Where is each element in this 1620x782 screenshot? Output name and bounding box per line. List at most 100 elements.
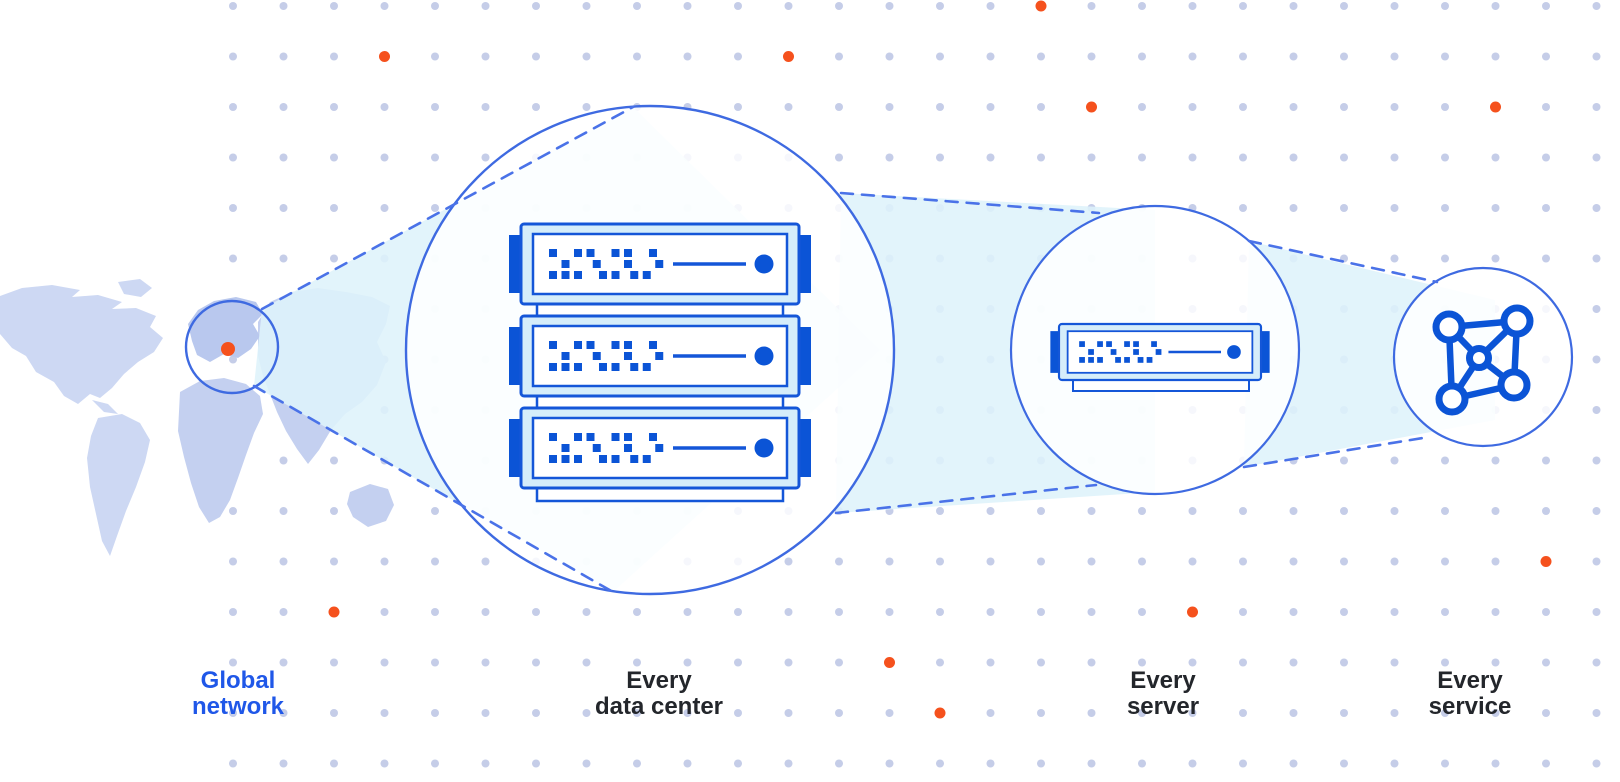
grid-dot (986, 153, 995, 162)
grid-dot (1087, 709, 1096, 717)
grid-dot (734, 52, 742, 61)
dashed-line-bottom-1 (252, 384, 615, 594)
grid-dot (1491, 254, 1500, 263)
graph-node-bottom-left (1435, 382, 1469, 416)
grid-dot (229, 52, 237, 61)
grid-dot (431, 204, 439, 212)
vent-square (611, 271, 620, 279)
grid-dot (1087, 52, 1096, 61)
grid-dot (380, 103, 389, 111)
grid-dot (1542, 204, 1550, 212)
vent-square (599, 455, 607, 463)
grid-dot (986, 2, 995, 10)
graph-node-bottom-right (1497, 368, 1531, 402)
grid-dot (431, 2, 439, 10)
accent-dot (379, 51, 390, 62)
grid-dot (784, 709, 793, 717)
dashed-line-top-2 (839, 191, 1101, 215)
continent-africa (178, 378, 263, 523)
grid-dot (835, 557, 843, 566)
grid-dot (1542, 2, 1550, 10)
grid-dot (1239, 709, 1247, 717)
grid-dot (1289, 658, 1298, 667)
grid-dot (1138, 2, 1146, 10)
grid-dot (1592, 456, 1601, 465)
grid-dot (1340, 103, 1348, 111)
grid-dot (1441, 456, 1449, 465)
grid-dot (1239, 153, 1247, 162)
grid-dot (1188, 2, 1197, 10)
grid-dot (279, 103, 288, 111)
grid-dot (229, 709, 237, 717)
grid-dot (1542, 709, 1550, 717)
accent-dot (1035, 0, 1047, 12)
vent-square (649, 341, 657, 349)
grid-dot (885, 759, 894, 768)
continent-europe (188, 297, 263, 362)
grid-dot (936, 103, 944, 111)
grid-dot (1592, 204, 1601, 212)
grid-dot (1542, 103, 1550, 111)
vent-square (611, 433, 620, 441)
grid-dot (835, 658, 843, 667)
grid-dot (1087, 2, 1096, 10)
vent-square (549, 271, 557, 279)
vent-square (1124, 341, 1130, 347)
grid-dot (532, 103, 540, 111)
vent-square (592, 352, 601, 360)
grid-dot (1491, 456, 1500, 465)
vent-square (592, 260, 601, 268)
grid-dot (330, 507, 338, 515)
single-server (1050, 322, 1270, 392)
grid-dot (734, 709, 742, 717)
label-line: data center (594, 693, 724, 720)
grid-dot (1138, 153, 1146, 162)
grid-dot (279, 658, 288, 667)
grid-dot (683, 658, 692, 667)
grid-dot (380, 204, 389, 212)
grid-dot (582, 103, 591, 111)
grid-dot (380, 608, 389, 616)
grid-dot (1390, 204, 1399, 212)
grid-dot (835, 153, 843, 162)
grid-dot (1542, 658, 1550, 667)
grid-dot (1491, 507, 1500, 515)
grid-dot (1491, 759, 1500, 768)
vent-square (592, 444, 601, 452)
grid-dot (330, 52, 338, 61)
vent-square (1151, 341, 1157, 347)
grid-dot (330, 709, 338, 717)
grid-dot (633, 759, 641, 768)
grid-dot (229, 355, 237, 364)
vent-square (561, 455, 570, 463)
grid-dot (1390, 557, 1399, 566)
grid-dot (1441, 204, 1449, 212)
grid-dot (734, 759, 742, 768)
grid-dot (1188, 658, 1197, 667)
grid-dot (1289, 52, 1298, 61)
dashed-line-bottom-2 (834, 483, 1098, 515)
label-line: service (1428, 693, 1512, 720)
grid-dot (1592, 254, 1601, 263)
grid-dot (1138, 709, 1146, 717)
grid-dot (1542, 456, 1550, 465)
server-led-dot (754, 346, 774, 366)
grid-dot (431, 658, 439, 667)
grid-dot (330, 153, 338, 162)
accent-dot (884, 657, 895, 668)
grid-dot (683, 759, 692, 768)
grid-dot (1340, 608, 1348, 616)
grid-dot (431, 52, 439, 61)
grid-dot (279, 153, 288, 162)
grid-dot (835, 709, 843, 717)
grid-dot (1441, 557, 1449, 566)
grid-dot (330, 204, 338, 212)
grid-dot (380, 759, 389, 768)
grid-dot (1592, 406, 1601, 414)
grid-dot (1239, 2, 1247, 10)
vent-square (624, 249, 632, 257)
grid-dot (1239, 103, 1247, 111)
grid-dot (734, 658, 742, 667)
vent-square (1133, 341, 1139, 347)
grid-dot (1390, 709, 1399, 717)
